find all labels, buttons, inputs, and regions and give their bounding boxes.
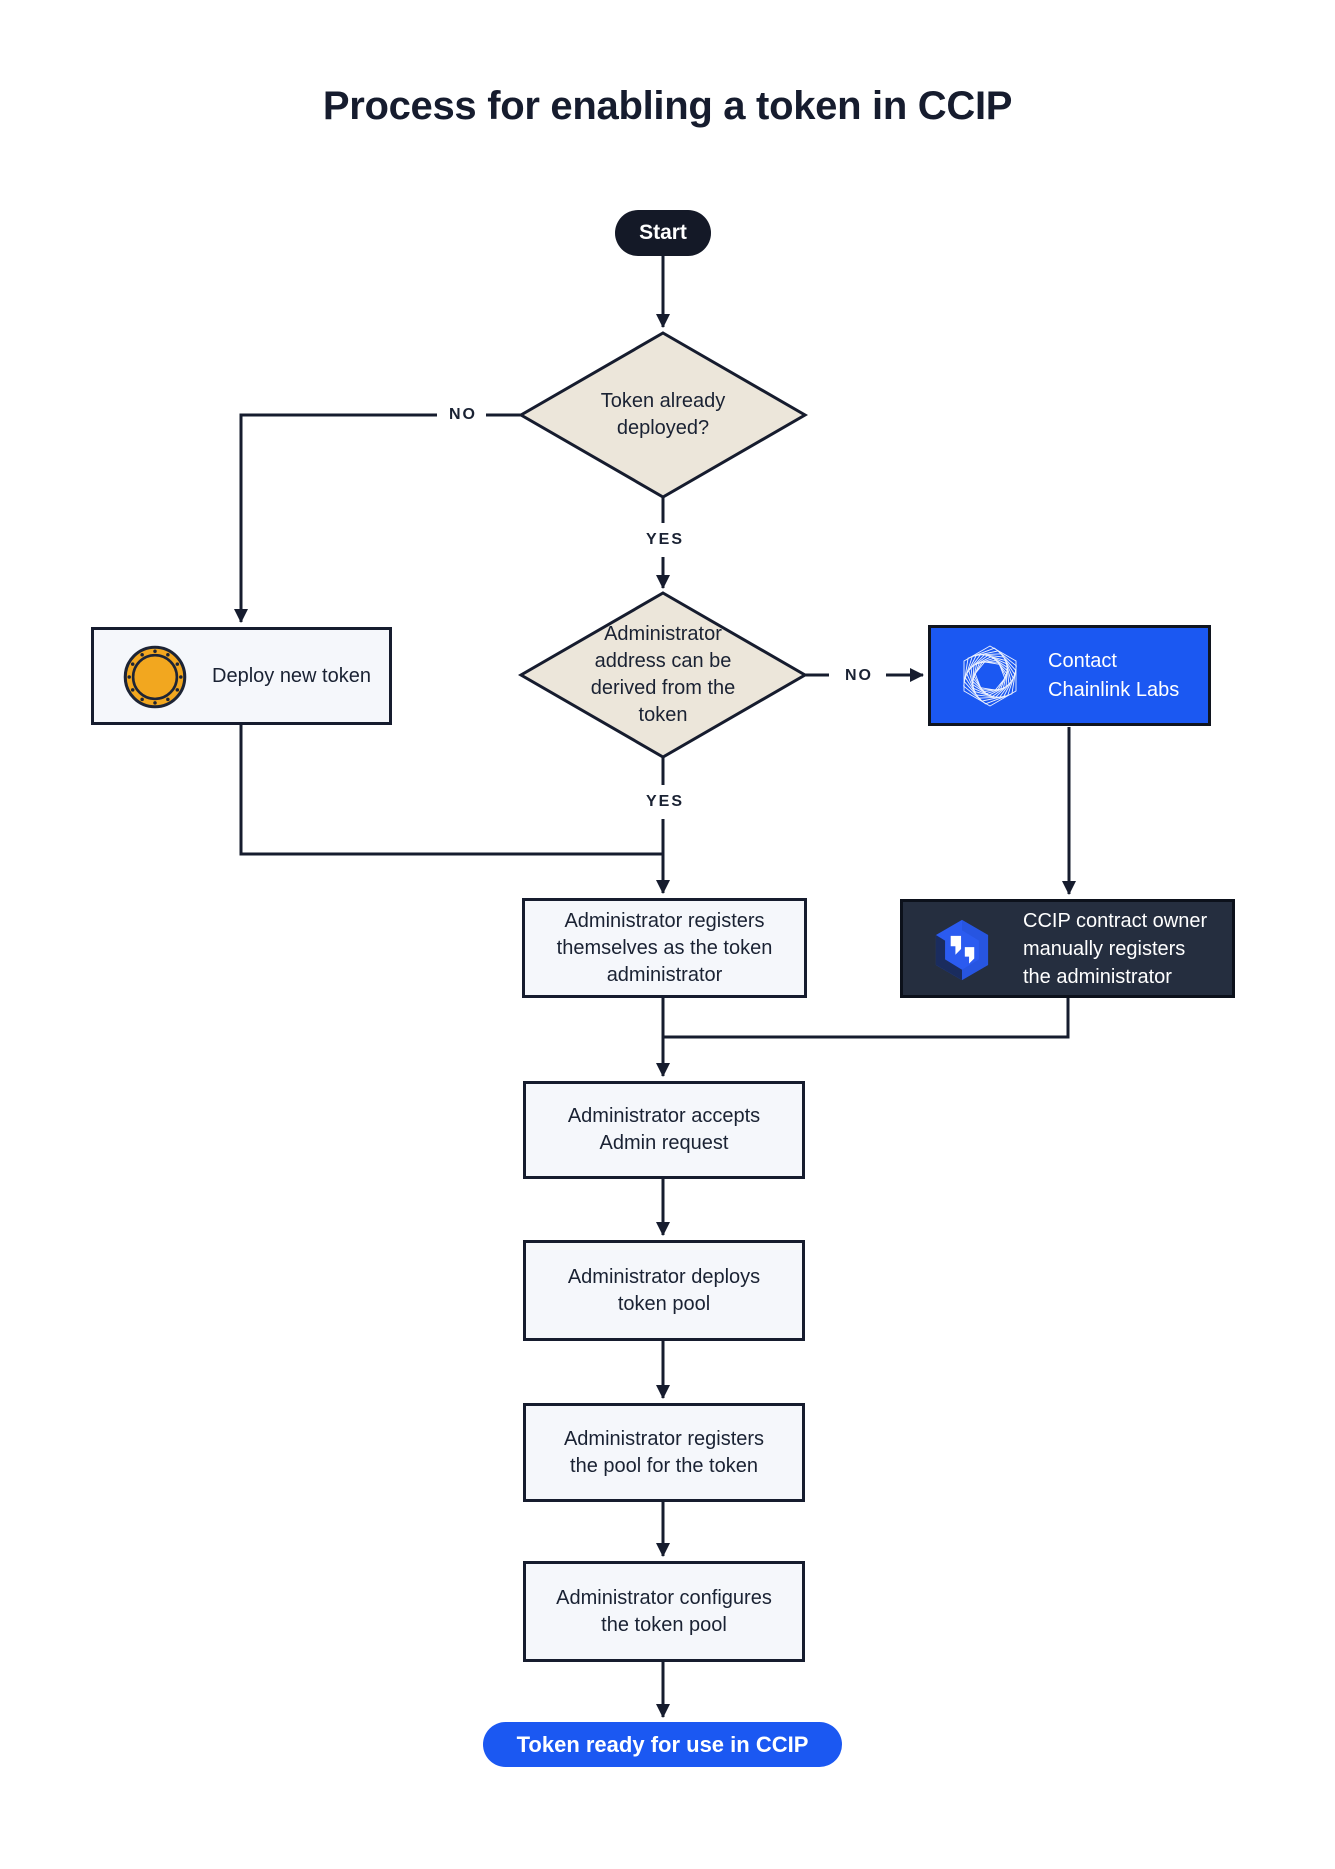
admin-accepts-node: Administrator accepts Admin request — [523, 1081, 805, 1179]
decision-admin-address-label: Administrator address can be derived fro… — [590, 623, 736, 726]
start-label: Start — [639, 221, 687, 244]
coin-icon — [123, 645, 187, 709]
admin-registers-self-label: Administrator registers themselves as th… — [556, 909, 773, 986]
deploy-new-token-node: Deploy new token — [91, 627, 392, 725]
ccip-owner-registers-node: CCIP contract owner manually registers t… — [900, 899, 1235, 998]
edge-no1-to-deploy — [234, 413, 437, 623]
token-ready-node: Token ready for use in CCIP — [483, 1722, 842, 1767]
admin-registers-pool-node: Administrator registers the pool for the… — [523, 1403, 805, 1502]
edge-deploy-merge — [239, 725, 663, 856]
admin-deploys-pool-label: Administrator deploys token pool — [567, 1265, 761, 1315]
start-node: Start — [615, 210, 711, 256]
ccip-owner-registers-label: CCIP contract owner manually registers t… — [1023, 909, 1208, 988]
admin-registers-self-node: Administrator registers themselves as th… — [522, 898, 807, 998]
contact-chainlink-node: Contact Chainlink Labs — [928, 625, 1211, 726]
token-ready-label: Token ready for use in CCIP — [516, 1731, 809, 1757]
admin-configures-pool-node: Administrator configures the token pool — [523, 1561, 805, 1662]
admin-registers-pool-label: Administrator registers the pool for the… — [563, 1427, 765, 1477]
edge-label-no-2: NO — [845, 667, 873, 684]
edge-label-yes-1: YES — [645, 531, 685, 548]
contact-chainlink-label: Contact Chainlink Labs — [1048, 649, 1180, 701]
decision-admin-address-node: Administrator address can be derived fro… — [521, 593, 805, 757]
admin-deploys-pool-node: Administrator deploys token pool — [523, 1240, 805, 1341]
deploy-new-token-label: Deploy new token — [212, 664, 371, 687]
edge-label-no-1: NO — [449, 406, 477, 423]
chainlink-swirl-icon — [958, 644, 1022, 708]
decision-token-deployed-label: Token already deployed? — [600, 390, 726, 439]
page-title: Process for enabling a token in CCIP — [322, 84, 1013, 128]
decision-token-deployed-node: Token already deployed? — [521, 333, 805, 497]
ccip-logo-icon — [935, 919, 989, 981]
admin-configures-pool-label: Administrator configures the token pool — [556, 1586, 772, 1636]
edge-label-yes-2: YES — [645, 793, 685, 810]
admin-accepts-label: Administrator accepts Admin request — [567, 1105, 761, 1154]
edge-ccip-owner-merge — [663, 998, 1070, 1039]
